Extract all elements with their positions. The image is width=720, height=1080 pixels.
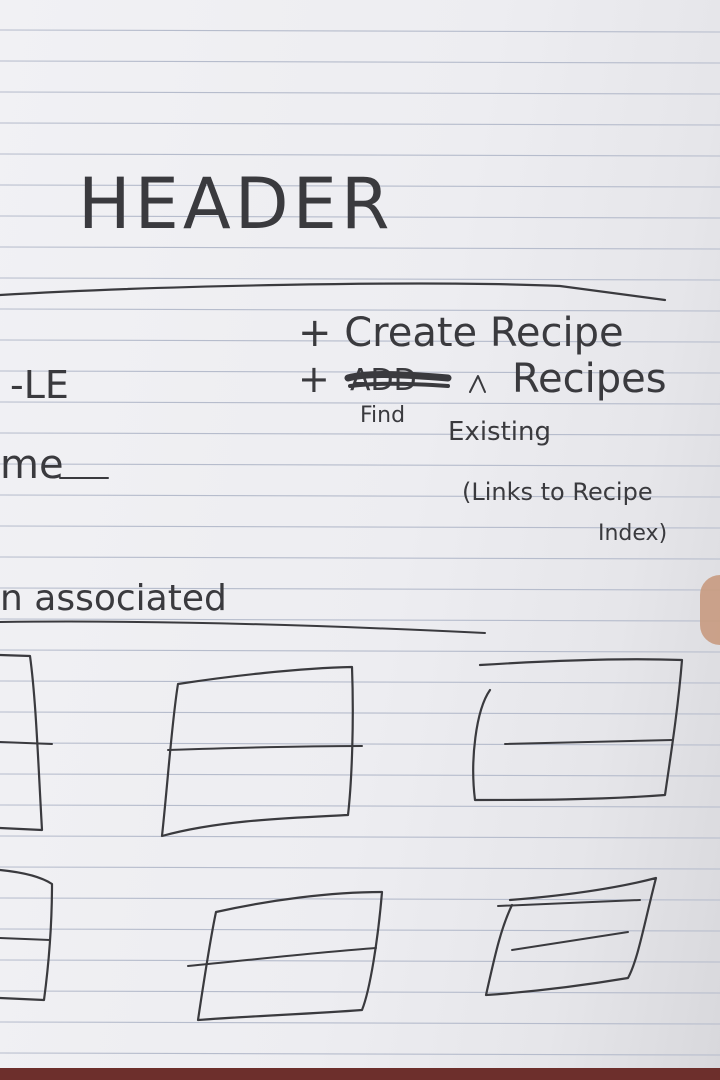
ruled-line bbox=[0, 277, 720, 281]
ruled-line bbox=[0, 494, 720, 498]
ruled-line bbox=[0, 370, 720, 374]
find-word: Find bbox=[360, 403, 405, 428]
ruled-line bbox=[0, 804, 720, 808]
ruled-line bbox=[0, 897, 720, 901]
ruled-line bbox=[0, 463, 720, 467]
ruled-line bbox=[0, 91, 720, 95]
ruled-line bbox=[0, 742, 720, 746]
ruled-line bbox=[0, 866, 720, 870]
strike-scribble-2 bbox=[348, 381, 450, 388]
card-sketch bbox=[472, 658, 684, 802]
existing-word: Existing bbox=[448, 417, 551, 447]
note-line-1: (Links to Recipe bbox=[462, 478, 653, 506]
ruled-line bbox=[0, 246, 720, 250]
ruled-line bbox=[0, 525, 720, 529]
ruled-line bbox=[0, 835, 720, 839]
ruled-line bbox=[0, 1021, 720, 1025]
ruled-line bbox=[0, 649, 720, 653]
thumb-shadow bbox=[700, 575, 720, 645]
ruled-line bbox=[0, 1052, 720, 1056]
ruled-line bbox=[0, 401, 720, 405]
ruled-line bbox=[0, 215, 720, 219]
header-divider bbox=[0, 282, 667, 302]
name-fragment: me bbox=[0, 442, 64, 488]
ruled-line bbox=[0, 308, 720, 312]
struck-word: ADD bbox=[350, 363, 417, 398]
card-sketch bbox=[0, 653, 53, 832]
card-sketch bbox=[187, 890, 384, 1022]
table-edge bbox=[0, 1068, 720, 1080]
strike-scribble bbox=[344, 371, 452, 382]
section-divider bbox=[0, 620, 486, 634]
card-sketch bbox=[0, 868, 54, 1002]
ruled-line bbox=[0, 618, 720, 622]
ruled-line bbox=[0, 432, 720, 436]
ruled-line bbox=[0, 184, 720, 188]
find-plus: + bbox=[298, 357, 330, 401]
title-fragment: -LE bbox=[10, 363, 69, 407]
ruled-line bbox=[0, 153, 720, 157]
paper-rules bbox=[0, 29, 720, 1056]
header-label: HEADER bbox=[78, 163, 394, 245]
create-recipe-action: + Create Recipe bbox=[298, 310, 624, 356]
card-sketch bbox=[160, 665, 363, 838]
ruled-line bbox=[0, 339, 720, 343]
associated-label: n associated bbox=[0, 578, 227, 619]
note-line-2: Index) bbox=[598, 521, 667, 546]
card-sketch bbox=[484, 876, 658, 997]
ruled-line bbox=[0, 29, 720, 33]
ruled-line bbox=[0, 959, 720, 963]
ruled-line bbox=[0, 556, 720, 560]
ruled-line bbox=[0, 60, 720, 64]
ruled-line bbox=[0, 928, 720, 932]
ruled-line bbox=[0, 587, 720, 591]
ruled-line bbox=[0, 680, 720, 684]
caret-mark bbox=[469, 375, 486, 393]
ruled-line bbox=[0, 711, 720, 715]
recipes-word: Recipes bbox=[512, 356, 667, 402]
ruled-line bbox=[0, 122, 720, 126]
ruled-line bbox=[0, 773, 720, 777]
ruled-line bbox=[0, 990, 720, 994]
